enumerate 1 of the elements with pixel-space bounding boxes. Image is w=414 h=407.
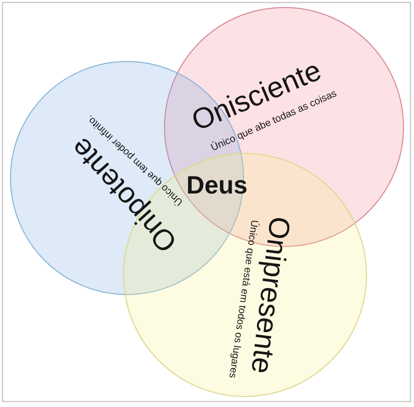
center-label: Deus <box>186 172 248 200</box>
